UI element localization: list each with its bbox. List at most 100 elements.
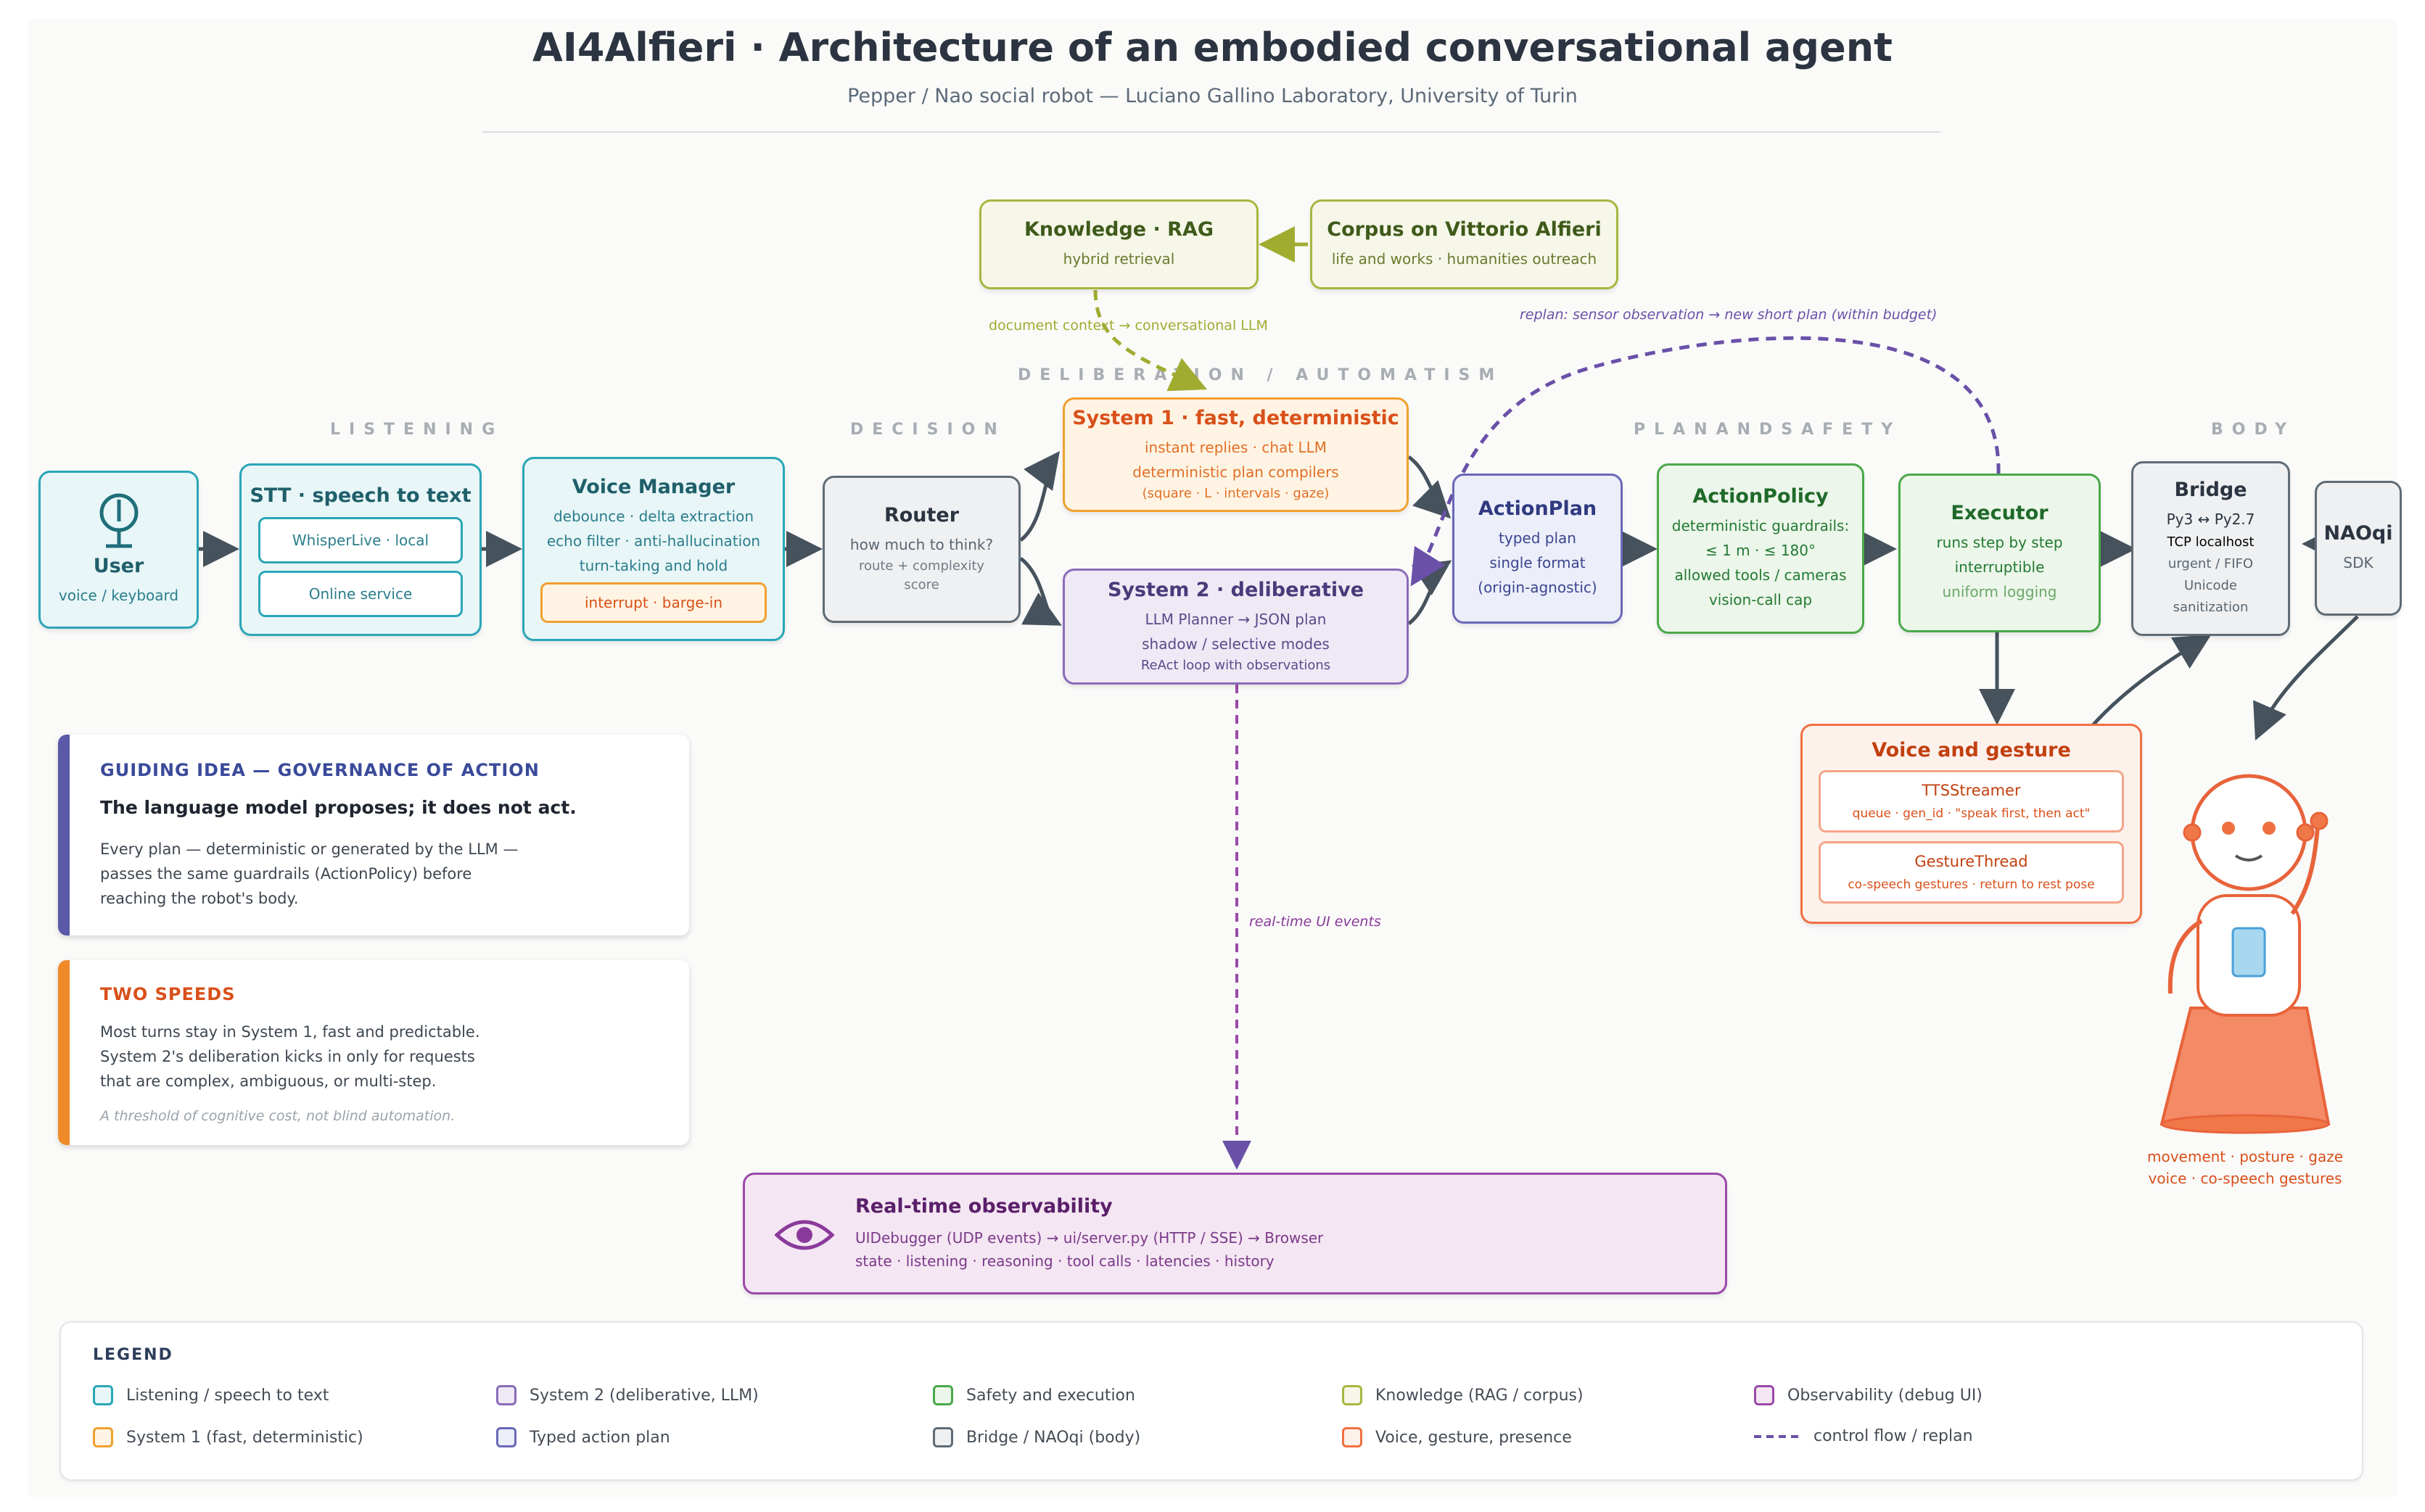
section-deliberation: DELIBERATION / AUTOMATISM bbox=[1018, 366, 1504, 384]
page-title: AI4Alfieri · Architecture of an embodied… bbox=[532, 25, 1893, 70]
legend-label-system1: System 1 (fast, deterministic) bbox=[126, 1428, 363, 1447]
actionpolicy-line-2: ≤ 1 m · ≤ 180° bbox=[1705, 542, 1816, 559]
legend-label-knowledge: Knowledge (RAG / corpus) bbox=[1375, 1386, 1584, 1405]
legend-swatch-system1 bbox=[93, 1427, 113, 1447]
executor-line-3: uniform logging bbox=[1942, 583, 2057, 600]
section-plan-safety: PLANANDSAFETY bbox=[1634, 421, 1902, 439]
actionplan-line-2: single format bbox=[1489, 554, 1586, 571]
system2-node: System 2 · deliberative LLM Planner → JS… bbox=[1063, 569, 1409, 685]
robot-right-arm bbox=[2290, 826, 2320, 915]
legend-item-knowledge: Knowledge (RAG / corpus) bbox=[1342, 1385, 1584, 1405]
actionpolicy-node: ActionPolicy deterministic guardrails: ≤… bbox=[1657, 463, 1864, 634]
arrow-knowledge-system1 bbox=[1093, 289, 1208, 392]
legend-dash-control-flow bbox=[1754, 1434, 1800, 1438]
legend-label-voice-gesture: Voice, gesture, presence bbox=[1375, 1428, 1572, 1447]
system2-line-3: ReAct loop with observations bbox=[1140, 657, 1331, 673]
router-line-2: route + complexity bbox=[858, 558, 985, 574]
bridge-line-4: sanitization bbox=[2173, 600, 2249, 615]
robot-base bbox=[2160, 1007, 2331, 1125]
router-node: Router how much to think? route + comple… bbox=[823, 476, 1021, 623]
legend-item-safety: Safety and execution bbox=[933, 1385, 1135, 1405]
two-speeds-line-2: System 2's deliberation kicks in only fo… bbox=[100, 1048, 475, 1065]
gesture-thread-title: GestureThread bbox=[1914, 853, 2028, 870]
actionpolicy-line-3: allowed tools / cameras bbox=[1674, 566, 1847, 584]
arrow-router-system1 bbox=[1019, 450, 1060, 542]
section-body: BODY bbox=[2211, 421, 2296, 439]
legend-item-listening: Listening / speech to text bbox=[93, 1385, 329, 1405]
guiding-idea-lead: The language model proposes; it does not… bbox=[100, 797, 577, 818]
robot-left-ear bbox=[2183, 823, 2202, 842]
executor-title: Executor bbox=[1951, 502, 2049, 524]
voice-manager-line-3: turn-taking and hold bbox=[579, 556, 728, 574]
robot-base-rim bbox=[2160, 1114, 2330, 1134]
two-speeds-line-3: that are complex, ambiguous, or multi-st… bbox=[100, 1073, 437, 1090]
legend-item-actionplan: Typed action plan bbox=[496, 1427, 670, 1447]
legend-title: LEGEND bbox=[93, 1346, 173, 1364]
guiding-idea-line-3: reaching the robot's body. bbox=[100, 890, 299, 907]
observability-title: Real-time observability bbox=[855, 1194, 1113, 1218]
corpus-title: Corpus on Vittorio Alfieri bbox=[1327, 218, 1602, 241]
legend-swatch-knowledge bbox=[1342, 1385, 1362, 1405]
guiding-idea-card: GUIDING IDEA — GOVERNANCE OF ACTION The … bbox=[58, 735, 689, 935]
annotation-doc-context: document context → conversational LLM bbox=[989, 318, 1268, 334]
legend: LEGEND Listening / speech to text System… bbox=[59, 1321, 2363, 1481]
annotation-ui-events: real-time UI events bbox=[1249, 914, 1381, 930]
system1-line-1: instant replies · chat LLM bbox=[1145, 438, 1327, 456]
robot-illustration bbox=[2160, 774, 2331, 1134]
two-speeds-card: TWO SPEEDS Most turns stay in System 1, … bbox=[58, 960, 689, 1145]
legend-item-bridge: Bridge / NAOqi (body) bbox=[933, 1427, 1140, 1447]
two-speeds-title: TWO SPEEDS bbox=[100, 984, 236, 1004]
two-speeds-accent-bar bbox=[58, 960, 70, 1145]
bridge-line-0: Py3 ↔ Py2.7 bbox=[2166, 511, 2255, 528]
section-decision: DECISION bbox=[850, 421, 1006, 439]
naoqi-title: NAOqi bbox=[2323, 521, 2393, 545]
legend-label-listening: Listening / speech to text bbox=[126, 1386, 329, 1405]
voice-manager-title: Voice Manager bbox=[572, 475, 736, 498]
bridge-title: Bridge bbox=[2174, 479, 2247, 501]
observability-line-1: UIDebugger (UDP events) → ui/server.py (… bbox=[855, 1228, 1324, 1247]
knowledge-rag-node: Knowledge · RAG hybrid retrieval bbox=[979, 199, 1259, 289]
actionplan-line-1: typed plan bbox=[1499, 529, 1576, 547]
voice-manager-node: Voice Manager debounce · delta extractio… bbox=[522, 457, 785, 641]
voice-manager-line-1: debounce · delta extraction bbox=[553, 507, 754, 525]
bridge-line-3: Unicode bbox=[2184, 578, 2237, 593]
bridge-line-2: urgent / FIFO bbox=[2167, 556, 2254, 571]
stt-title: STT · speech to text bbox=[250, 484, 472, 507]
legend-label-observability: Observability (debug UI) bbox=[1787, 1386, 1983, 1405]
system1-title: System 1 · fast, deterministic bbox=[1072, 406, 1399, 429]
legend-swatch-listening bbox=[93, 1385, 113, 1405]
robot-right-hand bbox=[2310, 811, 2329, 830]
legend-label-control-flow: control flow / replan bbox=[1813, 1427, 1973, 1445]
legend-swatch-system2 bbox=[496, 1385, 516, 1405]
user-sub: voice / keyboard bbox=[58, 586, 179, 604]
legend-swatch-safety bbox=[933, 1385, 953, 1405]
stt-node: STT · speech to text WhisperLive · local… bbox=[239, 463, 482, 636]
legend-label-safety: Safety and execution bbox=[966, 1386, 1135, 1405]
tts-streamer: TTSStreamer queue · gen_id · "speak firs… bbox=[1819, 770, 2124, 833]
legend-swatch-bridge bbox=[933, 1427, 953, 1447]
system1-node: System 1 · fast, deterministic instant r… bbox=[1063, 397, 1409, 512]
legend-item-system1: System 1 (fast, deterministic) bbox=[93, 1427, 363, 1447]
page-subtitle: Pepper / Nao social robot — Luciano Gall… bbox=[847, 85, 1578, 107]
bridge-line-1: TCP localhost bbox=[2167, 534, 2255, 550]
microphone-icon bbox=[99, 493, 138, 548]
naoqi-node: NAOqi SDK bbox=[2315, 481, 2402, 616]
legend-label-system2: System 2 (deliberative, LLM) bbox=[530, 1386, 759, 1405]
legend-label-bridge: Bridge / NAOqi (body) bbox=[966, 1428, 1141, 1447]
voice-manager-line-2: echo filter · anti-hallucination bbox=[546, 532, 761, 550]
title-divider bbox=[482, 131, 1940, 133]
knowledge-sub: hybrid retrieval bbox=[1063, 249, 1175, 268]
actionpolicy-line-1: deterministic guardrails: bbox=[1671, 517, 1850, 534]
bridge-node: Bridge Py3 ↔ Py2.7 TCP localhost urgent … bbox=[2131, 461, 2290, 636]
arrow-naoqi-robot bbox=[2253, 615, 2359, 741]
robot-caption-line-2: voice · co-speech gestures bbox=[2148, 1170, 2342, 1187]
robot-left-eye bbox=[2222, 822, 2235, 835]
tts-streamer-title: TTSStreamer bbox=[1922, 782, 2021, 799]
tts-streamer-sub: queue · gen_id · "speak first, then act" bbox=[1852, 806, 2091, 821]
system1-line-3: (square · L · intervals · gaze) bbox=[1142, 485, 1330, 501]
legend-item-system2: System 2 (deliberative, LLM) bbox=[496, 1385, 759, 1405]
arrow-replan bbox=[1410, 336, 2001, 587]
actionpolicy-line-4: vision-call cap bbox=[1708, 591, 1813, 608]
